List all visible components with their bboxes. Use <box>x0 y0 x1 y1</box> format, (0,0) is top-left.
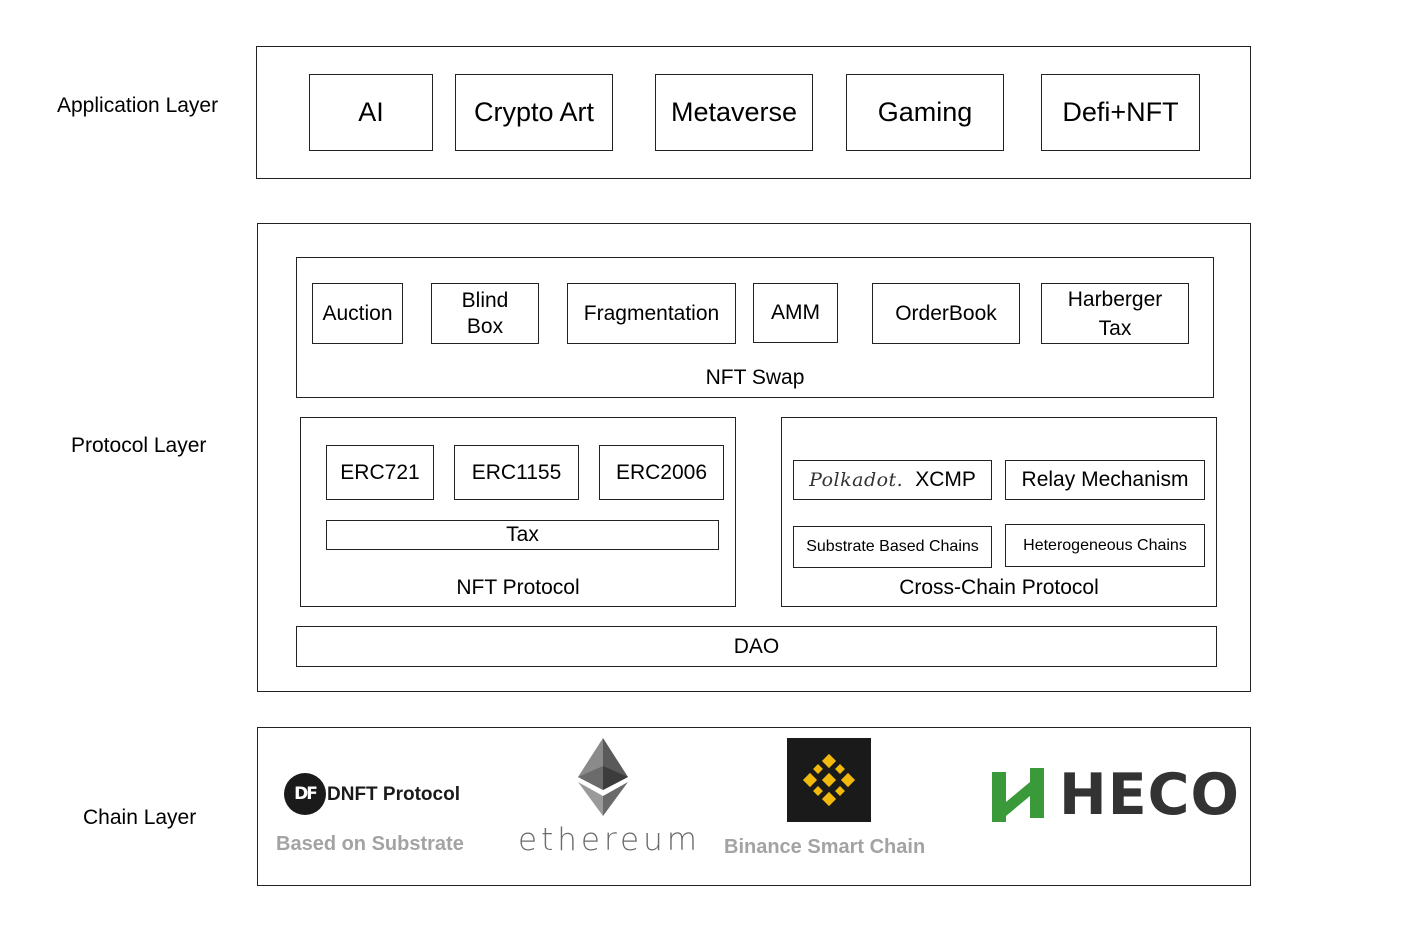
erc721-box: ERC721 <box>326 445 434 500</box>
substrate-chains-box: Substrate Based Chains <box>793 526 992 568</box>
swap-item-blind-box: Blind Box <box>431 283 539 344</box>
erc2006-box: ERC2006 <box>599 445 724 500</box>
application-layer-label: Application Layer <box>57 94 219 117</box>
swap-item-fragmentation: Fragmentation <box>567 283 736 344</box>
dnft-subtitle-bold: Based <box>276 833 337 855</box>
nft-swap-title: NFT Swap <box>705 366 805 389</box>
ethereum-diamond-icon <box>578 738 628 816</box>
heterogeneous-chains-box: Heterogeneous Chains <box>1005 524 1205 567</box>
cross-chain-box <box>781 417 1217 607</box>
erc1155-box: ERC1155 <box>454 445 579 500</box>
swap-item-orderbook: OrderBook <box>872 283 1020 344</box>
dnft-subtitle: Based on Substrate <box>276 833 464 856</box>
cross-chain-title: Cross-Chain Protocol <box>899 576 1099 599</box>
app-item-metaverse: Metaverse <box>655 74 813 151</box>
binance-logo-icon <box>787 738 871 822</box>
heco-logo-icon <box>992 768 1044 822</box>
swap-item-auction: Auction <box>312 283 403 344</box>
protocol-layer-label: Protocol Layer <box>71 434 207 457</box>
binance-logo-text: Binance Smart Chain <box>724 836 926 858</box>
app-item-defi-nft: Defi+NFT <box>1041 74 1200 151</box>
dnft-logo-icon: DF <box>284 773 326 815</box>
nft-protocol-title: NFT Protocol <box>456 576 580 599</box>
relay-mechanism-box: Relay Mechanism <box>1005 460 1205 500</box>
chain-layer-box <box>257 727 1251 886</box>
dnft-logo-text: DNFT Protocol <box>327 784 460 805</box>
xcmp-label: XCMP <box>915 468 976 491</box>
polkadot-logo: Polkadot. <box>809 469 904 491</box>
dao-box: DAO <box>296 626 1217 667</box>
swap-item-amm: AMM <box>753 283 838 343</box>
swap-item-harberger-tax: Harberger Tax <box>1041 283 1189 344</box>
ethereum-logo-text: ethereum <box>518 822 701 858</box>
app-item-gaming: Gaming <box>846 74 1004 151</box>
heco-logo-text: HECO <box>1059 762 1240 828</box>
dnft-subtitle-rest: on Substrate <box>336 833 464 855</box>
chain-layer-label: Chain Layer <box>83 806 197 829</box>
xcmp-box: Polkadot. XCMP <box>793 460 992 500</box>
app-item-ai: AI <box>309 74 433 151</box>
tax-box: Tax <box>326 520 719 550</box>
app-item-crypto-art: Crypto Art <box>455 74 613 151</box>
